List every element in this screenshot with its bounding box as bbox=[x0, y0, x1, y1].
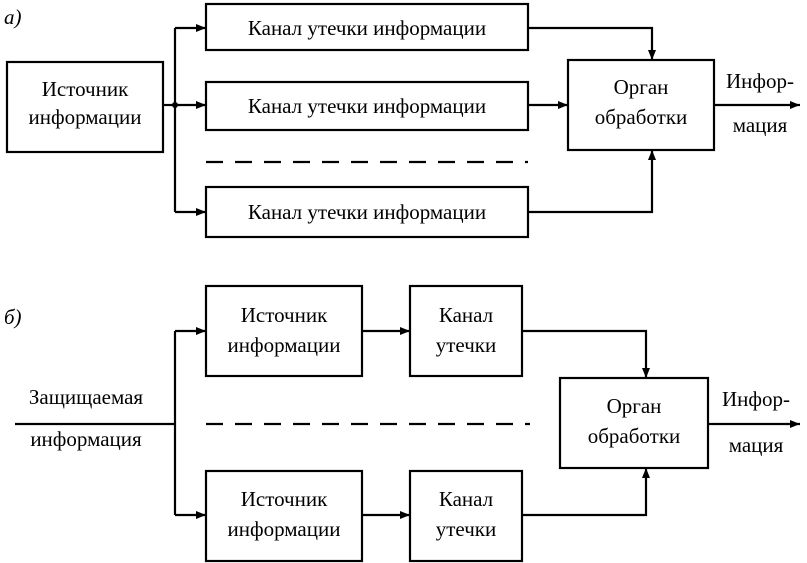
part-b-output-line2: мация bbox=[729, 433, 784, 457]
part-b-channel-1-line2: утечки bbox=[436, 333, 496, 357]
part-a-source-block: Источник информации bbox=[5, 60, 165, 154]
part-b-source-2: Источник информации bbox=[204, 469, 364, 563]
part-b-processor-block: Орган обработки bbox=[558, 376, 710, 470]
part-b-channel-2-line2: утечки bbox=[436, 517, 496, 541]
part-b-processor-line1: Орган bbox=[607, 394, 662, 418]
part-a-output-line2: мация bbox=[733, 113, 788, 137]
part-a-channel-3: Канал утечки информации bbox=[204, 185, 530, 239]
part-a-channel-1-label: Канал утечки информации bbox=[248, 16, 486, 40]
part-b-source-2-line1: Источник bbox=[241, 487, 328, 511]
part-b-channel-2: Канал утечки bbox=[408, 469, 524, 563]
part-a-processor-line2: обработки bbox=[595, 105, 688, 129]
part-b-label: б) bbox=[4, 305, 22, 329]
part-a-connectors bbox=[163, 24, 800, 216]
part-b-source-1: Источник информации bbox=[204, 284, 364, 378]
part-b-source-1-line2: информации bbox=[228, 333, 341, 357]
part-b-input-line1: Защищаемая bbox=[29, 385, 144, 409]
part-a-output-line1: Инфор- bbox=[726, 69, 794, 93]
part-a-source-line1: Источник bbox=[42, 77, 129, 101]
part-a-label: а) bbox=[4, 5, 22, 29]
part-a-processor-line1: Орган bbox=[614, 75, 669, 99]
part-a-channel-2: Канал утечки информации bbox=[204, 80, 530, 132]
part-a-processor-block: Орган обработки bbox=[566, 58, 716, 152]
part-a-channel-3-label: Канал утечки информации bbox=[248, 200, 486, 224]
part-b-input-line2: информация bbox=[30, 427, 142, 451]
part-b-connectors bbox=[15, 327, 800, 519]
part-a-channel-2-label: Канал утечки информации bbox=[248, 94, 486, 118]
part-b-channel-1: Канал утечки bbox=[408, 284, 524, 378]
part-b-source-1-line1: Источник bbox=[241, 303, 328, 327]
part-b-channel-1-line1: Канал bbox=[439, 303, 493, 327]
part-a-source-line2: информации bbox=[29, 105, 142, 129]
part-b-output-line1: Инфор- bbox=[722, 387, 790, 411]
part-b-source-2-line2: информации bbox=[228, 517, 341, 541]
part-b-channel-2-line1: Канал bbox=[439, 487, 493, 511]
part-a-channel-1: Канал утечки информации bbox=[204, 2, 530, 52]
part-b-processor-line2: обработки bbox=[588, 424, 681, 448]
